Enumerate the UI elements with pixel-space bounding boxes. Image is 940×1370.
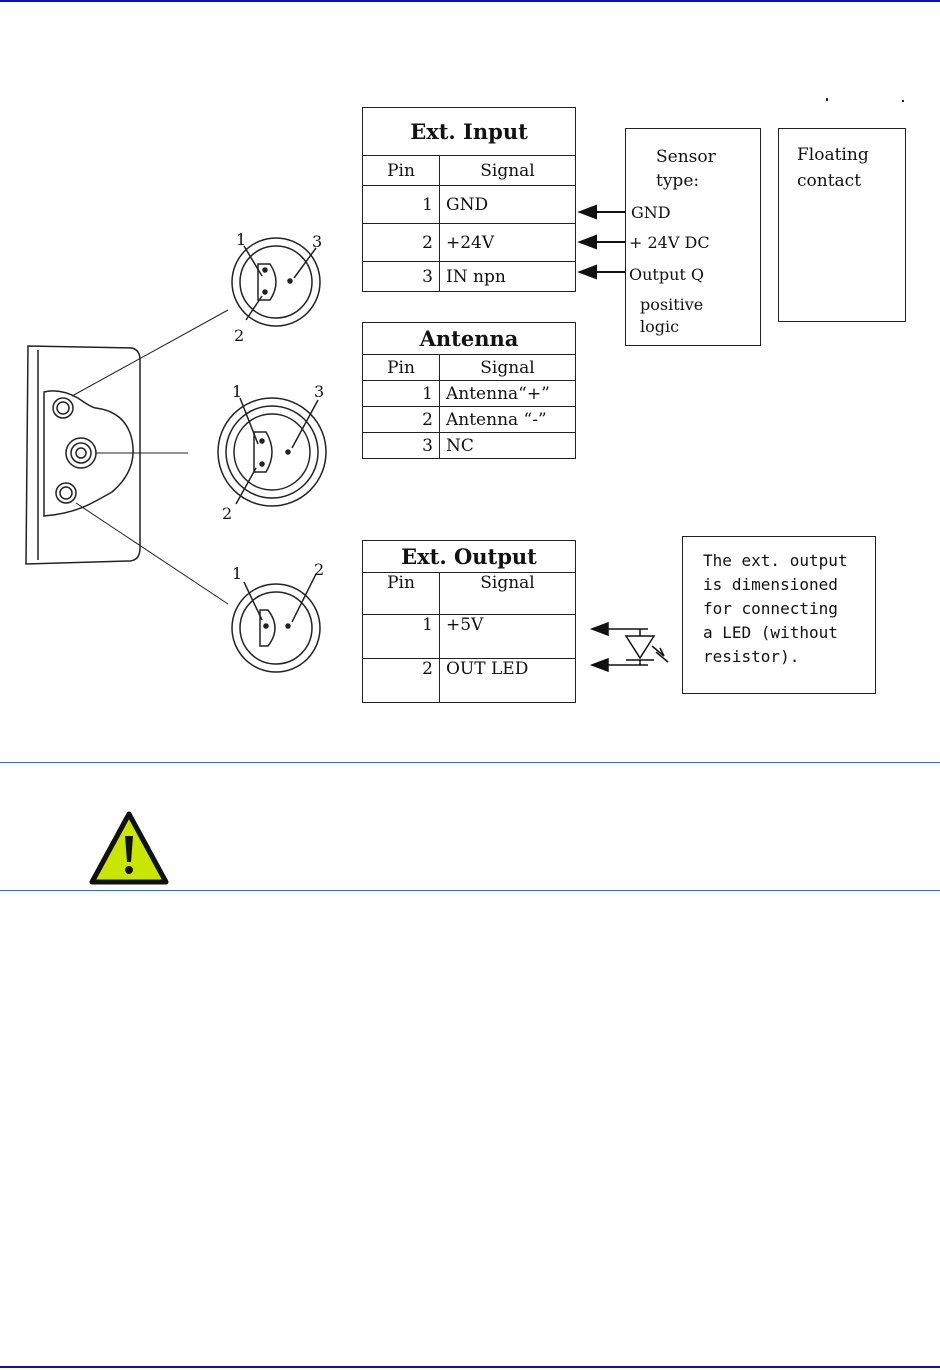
floating-line1: Floating (797, 143, 869, 167)
warning-bottom-rule (0, 890, 940, 891)
ext-input-signal-header: Signal (440, 156, 576, 186)
antenna-pin: 3 (363, 433, 440, 459)
connector-ext-output (232, 574, 320, 672)
ext-input-pin: 1 (363, 186, 440, 224)
ext-input-signal: IN npn (440, 262, 576, 292)
pin-label-mid-2: 2 (222, 504, 232, 523)
pin-label-mid-1: 1 (232, 382, 242, 401)
sensor-logic-line2: logic (640, 315, 679, 339)
device-socket-top (53, 398, 73, 418)
antenna-signal: NC (440, 433, 576, 459)
led-note-box: The ext. output is dimensioned for conne… (682, 536, 876, 694)
ext-output-pin: 1 (363, 615, 440, 659)
led-note-line: a LED (without (703, 621, 875, 645)
connector-antenna (218, 398, 326, 506)
antenna-pin: 1 (363, 381, 440, 407)
pin-label-top-1: 1 (236, 230, 246, 249)
antenna-title: Antenna (363, 323, 576, 355)
led-note-line: The ext. output (703, 549, 875, 573)
pin-label-top-2: 2 (234, 326, 244, 345)
floating-line2: contact (797, 169, 861, 193)
sensor-output-label: Output Q (629, 263, 704, 287)
led-note-line: resistor). (703, 645, 875, 669)
device-socket-bottom (56, 483, 76, 503)
led-note-line: is dimensioned (703, 573, 875, 597)
antenna-signal: Antenna “-” (440, 407, 576, 433)
warning-triangle-icon (88, 810, 170, 886)
ext-output-title: Ext. Output (363, 541, 576, 573)
ext-output-signal: +5V (440, 615, 576, 659)
antenna-pin: 2 (363, 407, 440, 433)
pin-label-mid-3: 3 (314, 382, 324, 401)
sensor-title-line2: type: (656, 169, 699, 193)
bottom-rule (0, 1366, 940, 1368)
led-symbol (592, 623, 668, 671)
pin-label-bot-1: 1 (232, 564, 242, 583)
sensor-dc-label: + 24V DC (629, 231, 710, 255)
ext-input-title: Ext. Input (363, 108, 576, 156)
led-note-line: for connecting (703, 597, 875, 621)
ext-input-pin: 3 (363, 262, 440, 292)
antenna-signal-header: Signal (440, 355, 576, 381)
ext-input-pin: 2 (363, 224, 440, 262)
corner-marks (826, 98, 904, 102)
input-arrows (580, 206, 628, 278)
ext-input-signal: GND (440, 186, 576, 224)
ext-output-pin: 2 (363, 659, 440, 703)
pin-label-top-3: 3 (312, 232, 322, 251)
antenna-pin-header: Pin (363, 355, 440, 381)
ext-output-signal-header: Signal (440, 573, 576, 615)
sensor-type-box: Sensor type: GND + 24V DC Output Q posit… (625, 128, 761, 346)
antenna-signal: Antenna“+” (440, 381, 576, 407)
floating-contact-box: Floating contact (778, 128, 906, 322)
sensor-title-line1: Sensor (656, 145, 716, 169)
ext-output-pin-header: Pin (363, 573, 440, 615)
ext-output-signal: OUT LED (440, 659, 576, 703)
device-housing (26, 346, 140, 564)
ext-input-signal: +24V (440, 224, 576, 262)
warning-top-rule (0, 762, 940, 763)
sensor-gnd-label: GND (631, 201, 671, 225)
ext-input-pin-header: Pin (363, 156, 440, 186)
sensor-logic-line1: positive (640, 293, 703, 317)
pin-label-bot-2: 2 (314, 560, 324, 579)
connector-ext-input (232, 238, 320, 326)
device-socket-middle (66, 438, 96, 468)
